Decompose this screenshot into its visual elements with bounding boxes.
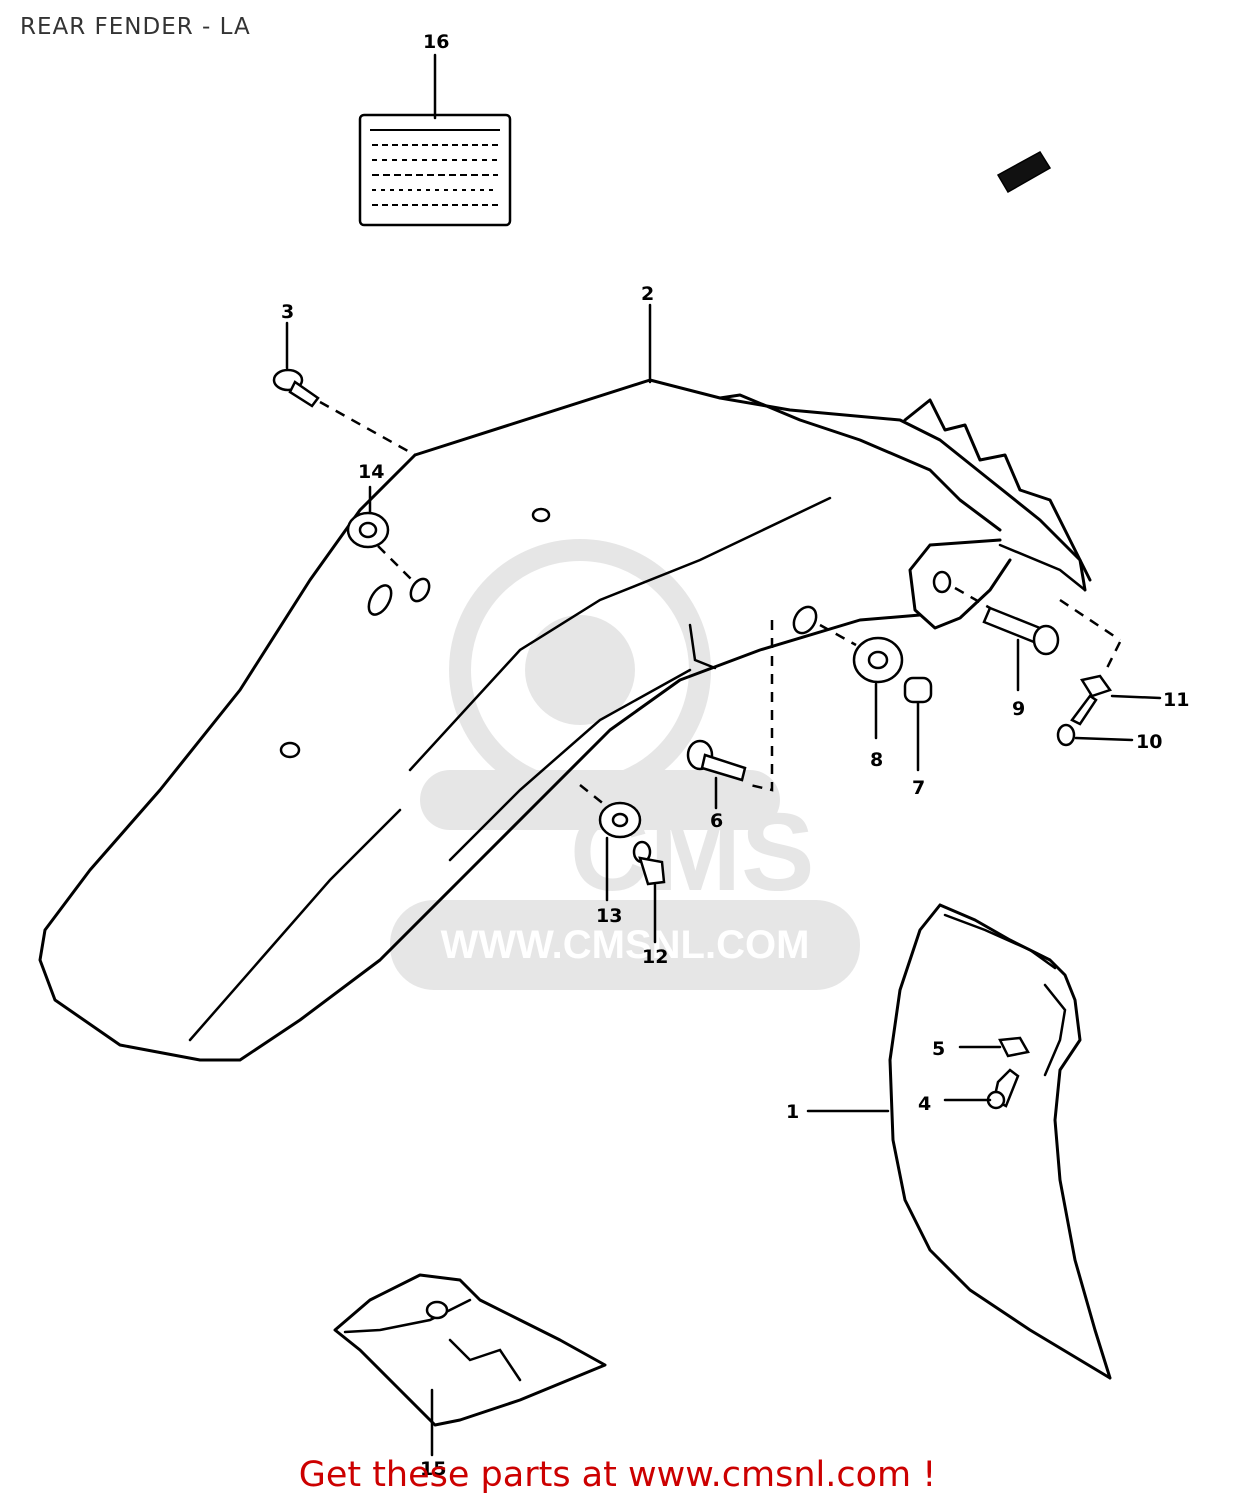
callout-9: 9: [1012, 698, 1025, 720]
part-14-grommet[interactable]: [346, 511, 390, 549]
part-13-washer[interactable]: [598, 801, 642, 839]
small-clip-part: [996, 151, 1052, 194]
part-3-bolt[interactable]: [272, 368, 320, 408]
part-10-screw[interactable]: [1056, 694, 1098, 747]
part-11-nut[interactable]: [1080, 674, 1113, 698]
part-12-screw[interactable]: [632, 840, 666, 886]
part-2-rear-fender[interactable]: [38, 378, 1092, 1062]
callout-16: 16: [423, 31, 449, 53]
diagram-title: REAR FENDER - LA: [20, 14, 251, 40]
watermark-logo: CMS WWW.CMSNL.COM: [390, 539, 860, 990]
part-6-bolt[interactable]: [686, 739, 747, 782]
callout-7: 7: [912, 777, 925, 799]
part-7-collar[interactable]: [903, 676, 933, 704]
callout-8: 8: [870, 749, 883, 771]
callout-6: 6: [710, 810, 723, 832]
part-16-caution-label[interactable]: [358, 113, 512, 227]
callout-2: 2: [641, 283, 654, 305]
callout-5: 5: [932, 1038, 945, 1060]
watermark-url-text: WWW.CMSNL.COM: [441, 923, 810, 967]
footer-link[interactable]: Get these parts at www.cmsnl.com !: [298, 1455, 937, 1495]
callout-3: 3: [281, 301, 294, 323]
callout-11: 11: [1163, 689, 1189, 711]
part-15-tool-bag[interactable]: [333, 1273, 607, 1427]
callout-13: 13: [596, 905, 622, 927]
callout-4: 4: [918, 1093, 931, 1115]
callout-1: 1: [786, 1101, 799, 1123]
part-9-bolt[interactable]: [982, 606, 1060, 656]
callout-15: 15: [420, 1458, 446, 1480]
callout-12: 12: [642, 946, 668, 968]
part-1-fender-cover[interactable]: [888, 903, 1112, 1380]
part-8-cushion[interactable]: [852, 636, 904, 684]
callout-14: 14: [358, 461, 384, 483]
callout-10: 10: [1136, 731, 1162, 753]
